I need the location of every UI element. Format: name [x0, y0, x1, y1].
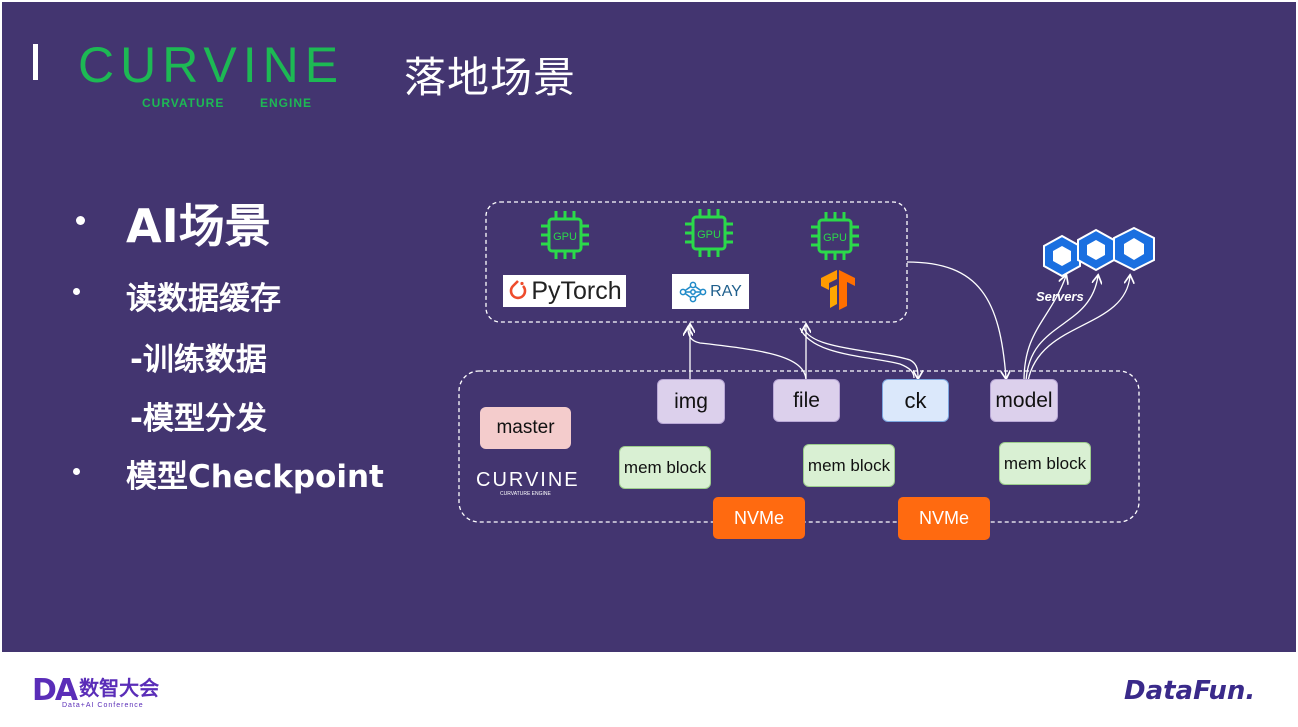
gpu-chip-icon: GPU [541, 211, 589, 259]
server-icon [1043, 234, 1081, 278]
master-node: master [480, 407, 571, 449]
curvine-mini-logo-text: CURVINE [476, 469, 580, 491]
nvme-disk: NVMe [713, 497, 805, 539]
bullet-model-distribution: -模型分发 [130, 401, 267, 437]
compute-cluster-box [485, 201, 908, 323]
datafun-logo: DataFun. [1124, 676, 1256, 706]
ray-label: RAY [710, 282, 742, 300]
server-icon [1113, 226, 1155, 272]
curvine-mini-logo-sub: CURVATURE ENGINE [500, 491, 552, 497]
mem-block: mem block [619, 446, 711, 489]
mem-block: mem block [803, 444, 895, 487]
storage-cluster-box [458, 370, 1140, 523]
datafun-conference-logo: DA 数智大会 Data+AI Conference [32, 676, 159, 712]
bullet-model-checkpoint: 模型Checkpoint [126, 459, 384, 495]
data-tag-ck: ck [882, 379, 949, 422]
pytorch-label: PyTorch [531, 276, 622, 305]
footer [0, 652, 1298, 727]
arrow-compute-to-ck-2 [799, 327, 915, 379]
gpu-label: GPU [697, 229, 721, 241]
arrow-compute-to-ck [803, 327, 918, 378]
curvine-logo-text: CURVINE [78, 37, 344, 93]
nvme-disk: NVMe [898, 497, 990, 540]
da-logo-mark: DA [32, 673, 78, 708]
bullet-dot [73, 468, 80, 475]
bullet-training-data: -训练数据 [130, 342, 267, 378]
bullet-read-cache: 读数据缓存 [126, 281, 281, 317]
curvine-logo-sub-right: ENGINE [260, 96, 312, 110]
curvine-logo: CURVINE CURVATURE ENGINE [78, 37, 344, 110]
data-tag-img: img [657, 379, 725, 424]
arrow-compute-to-model [906, 261, 1006, 378]
arrow-model-to-server-3 [1027, 276, 1130, 382]
gpu-chip-icon: GPU [685, 209, 733, 257]
ray-logo: RAY [672, 274, 749, 309]
arrow-model-to-server-1 [1023, 276, 1066, 382]
data-tag-model: model [990, 379, 1058, 422]
da-logo-cn: 数智大会 [79, 676, 160, 700]
curvine-logo-sub-left: CURVATURE [142, 96, 224, 110]
servers-label: Servers [1036, 289, 1084, 304]
bullet-ai-scene: AI场景 [126, 199, 271, 253]
arrow-model-to-server-2 [1025, 276, 1098, 382]
server-icon [1077, 228, 1115, 272]
gpu-label: GPU [823, 232, 847, 244]
data-tag-file: file [773, 379, 840, 422]
pytorch-logo: PyTorch [503, 275, 626, 307]
mem-block: mem block [999, 442, 1091, 485]
bullet-dot [73, 288, 80, 295]
title-accent-bar [33, 44, 38, 80]
ray-network-icon [679, 281, 707, 302]
page-title: 落地场景 [404, 53, 577, 102]
tensorflow-logo-icon [821, 270, 855, 310]
gpu-label: GPU [553, 231, 577, 243]
curvine-mini-logo: CURVINE CURVATURE ENGINE [476, 469, 580, 497]
gpu-chip-icon: GPU [811, 212, 859, 260]
pytorch-flame-icon [510, 280, 527, 300]
da-logo-en: Data+AI Conference [62, 702, 144, 709]
arrow-file-to-compute [688, 328, 807, 382]
bullet-dot [76, 216, 85, 225]
